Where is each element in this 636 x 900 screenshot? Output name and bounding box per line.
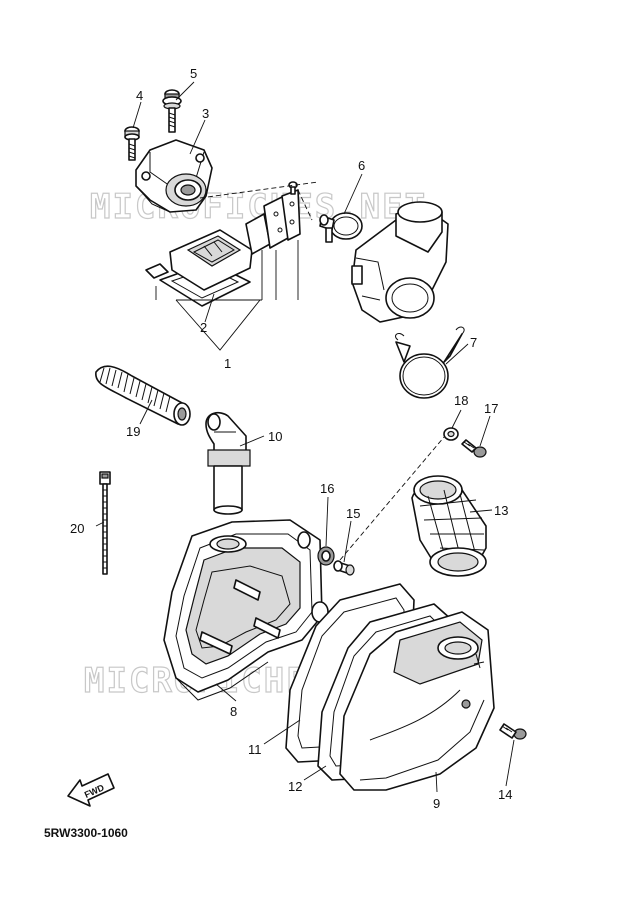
fwd-arrow-icon: FWD: [67, 773, 115, 807]
callout-20: 20: [70, 521, 84, 536]
part-18-washer: [443, 427, 459, 441]
part-15-collar: [333, 560, 355, 576]
callout-19: 19: [126, 424, 140, 439]
part-7-clip: [395, 326, 465, 399]
callout-12: 12: [288, 779, 302, 794]
callout-2: 2: [200, 320, 207, 335]
part-9-air-filter-cover: [339, 611, 495, 791]
callout-3: 3: [202, 106, 209, 121]
callout-5: 5: [190, 66, 197, 81]
part-17-screw: [461, 439, 487, 458]
callout-13: 13: [494, 503, 508, 518]
drawing-code: 5RW3300-1060: [44, 826, 128, 840]
callout-9: 9: [433, 796, 440, 811]
callout-6: 6: [358, 158, 365, 173]
callout-1: 1: [224, 356, 231, 371]
callout-14: 14: [498, 787, 512, 802]
callout-18: 18: [454, 393, 468, 408]
carburetor-reference: [351, 201, 449, 323]
callout-15: 15: [346, 506, 360, 521]
part-16-grommet: [317, 546, 335, 566]
part-14-screw: [499, 723, 527, 740]
part-10-elbow-joint: [205, 411, 251, 515]
callout-17: 17: [484, 401, 498, 416]
part-6-hose-clamp: [319, 212, 363, 243]
part-1-reed-valve-assembly: [145, 181, 301, 351]
leader-lines: [95, 81, 515, 793]
part-20-cable-tie: [99, 471, 111, 575]
part-3-intake-joint: [135, 139, 213, 213]
callout-11: 11: [248, 742, 262, 757]
part-5-bolt-washer: [162, 89, 182, 133]
callout-4: 4: [136, 88, 143, 103]
part-19-breather-hose: [95, 365, 191, 426]
callout-7: 7: [470, 335, 477, 350]
callout-8: 8: [230, 704, 237, 719]
callout-10: 10: [268, 429, 282, 444]
part-8-air-filter-case: [163, 519, 329, 701]
part-4-bolt: [124, 126, 140, 161]
part-13-filter-element: [411, 475, 487, 577]
callout-16: 16: [320, 481, 334, 496]
